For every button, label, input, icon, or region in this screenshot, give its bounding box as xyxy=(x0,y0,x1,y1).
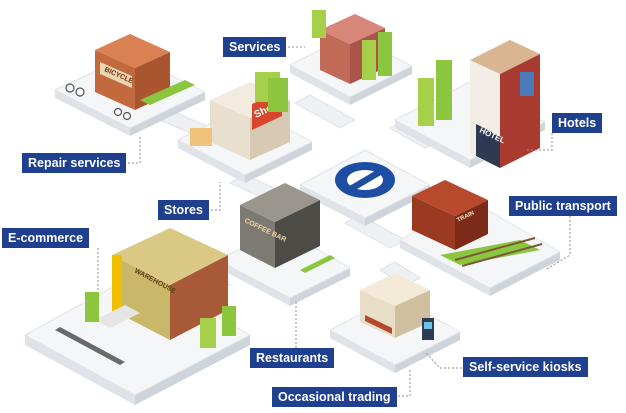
tile-repair-services: BICYCLE xyxy=(53,34,207,136)
tile-center-logo xyxy=(298,149,432,226)
tile-restaurants: COFFEE BAR xyxy=(216,183,352,306)
tile-e-commerce: WAREHOUSE xyxy=(23,228,252,405)
label-public-transport: Public transport xyxy=(509,196,617,216)
tile-public-transport: TRAIN xyxy=(398,180,562,296)
label-services: Services xyxy=(223,37,287,57)
label-e-commerce: E-commerce xyxy=(2,228,90,248)
circle-slash-logo-icon xyxy=(335,162,395,198)
tile-kiosks xyxy=(328,273,462,373)
tile-services xyxy=(288,10,414,105)
leader-lines xyxy=(97,46,571,397)
label-stores: Stores xyxy=(158,200,209,220)
label-restaurants: Restaurants xyxy=(250,348,335,368)
tile-stores: Shop xyxy=(176,72,314,183)
label-hotels: Hotels xyxy=(552,113,603,133)
label-occasional-trading: Occasional trading xyxy=(272,387,397,407)
label-self-service-kiosks: Self-service kiosks xyxy=(463,357,588,377)
tile-hotels: HOTEL xyxy=(393,40,547,168)
label-repair-services: Repair services xyxy=(22,153,127,173)
